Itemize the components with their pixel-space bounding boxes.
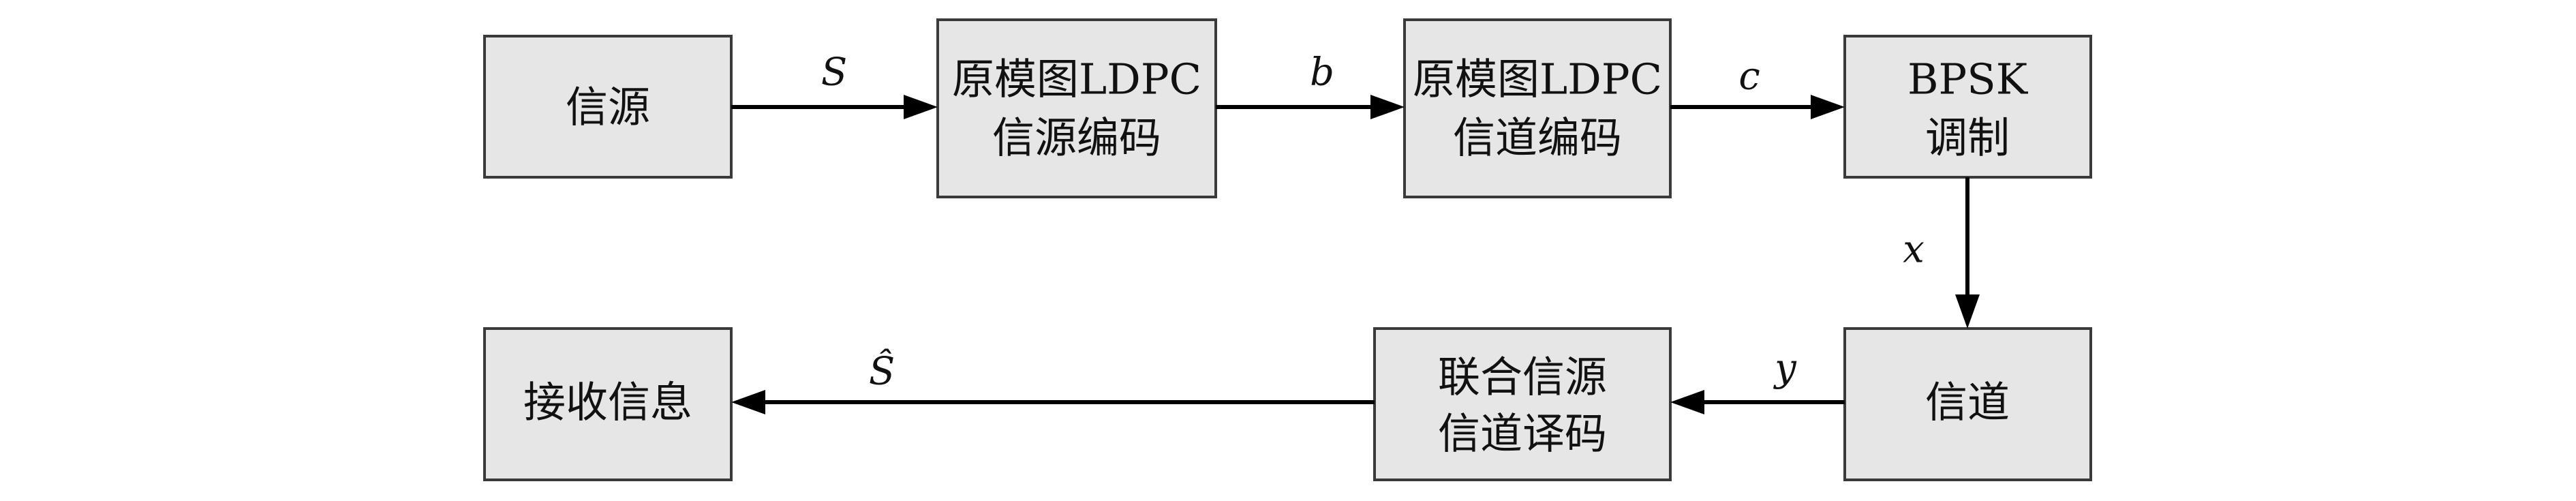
edge-modulator-to-channel: x <box>1903 177 1980 329</box>
node-modulator-label-line2: 调制 <box>1925 113 2010 163</box>
edge-joint-decoder-to-receiver-label: Ŝ <box>869 348 895 394</box>
edge-source-to-source-encoder-label: S <box>821 50 847 95</box>
edge-source-encoder-to-channel-encoder-label: b <box>1310 50 1334 95</box>
edge-source-to-source-encoder-arrowhead <box>904 95 938 119</box>
node-source-encoder-label-line1: 原模图LDPC <box>952 55 1201 104</box>
node-source-box <box>483 35 733 179</box>
node-source-encoder: 原模图LDPC 信源编码 <box>936 18 1217 198</box>
node-receiver-label: 接收信息 <box>523 378 692 427</box>
node-joint-decoder-box <box>1373 327 1672 481</box>
node-joint-decoder: 联合信源 信道译码 <box>1373 327 1672 481</box>
edge-source-encoder-to-channel-encoder: b <box>1216 50 1405 119</box>
edge-channel-to-joint-decoder-arrowhead <box>1670 390 1704 414</box>
node-receiver: 接收信息 <box>483 327 733 481</box>
edge-modulator-to-channel-arrowhead <box>1955 294 1980 329</box>
node-modulator-label-line1: BPSK <box>1907 55 2029 104</box>
node-channel: 信道 <box>1843 327 2092 481</box>
edge-channel-to-joint-decoder: y <box>1670 346 1845 414</box>
node-channel-encoder-label-line2: 信道编码 <box>1453 113 1622 163</box>
node-channel-encoder-label-line1: 原模图LDPC <box>1413 55 1662 104</box>
node-source-encoder-box <box>936 18 1217 198</box>
node-source-label: 信源 <box>566 82 650 132</box>
edge-joint-decoder-to-receiver: Ŝ <box>731 348 1375 414</box>
node-modulator-box <box>1843 35 2092 179</box>
node-receiver-box <box>483 327 733 481</box>
node-channel-encoder: 原模图LDPC 信道编码 <box>1403 18 1672 198</box>
node-channel-encoder-box <box>1403 18 1672 198</box>
edge-channel-encoder-to-modulator-label: c <box>1738 55 1760 99</box>
edge-joint-decoder-to-receiver-arrowhead <box>731 390 765 414</box>
edge-modulator-to-channel-label: x <box>1903 228 1925 272</box>
edge-channel-to-joint-decoder-label: y <box>1773 346 1797 391</box>
node-modulator: BPSK 调制 <box>1843 35 2092 179</box>
node-source-encoder-label-line2: 信源编码 <box>992 113 1161 163</box>
edge-channel-encoder-to-modulator-arrowhead <box>1811 95 1845 119</box>
node-joint-decoder-label-line1: 联合信源 <box>1438 352 1607 402</box>
edge-channel-encoder-to-modulator: c <box>1670 55 1845 119</box>
edge-source-to-source-encoder: S <box>731 50 938 119</box>
node-joint-decoder-label-line2: 信道译码 <box>1438 409 1607 459</box>
node-channel-box <box>1843 327 2092 481</box>
node-source: 信源 <box>483 35 733 179</box>
edge-source-encoder-to-channel-encoder-arrowhead <box>1370 95 1405 119</box>
node-channel-label: 信道 <box>1925 378 2010 427</box>
